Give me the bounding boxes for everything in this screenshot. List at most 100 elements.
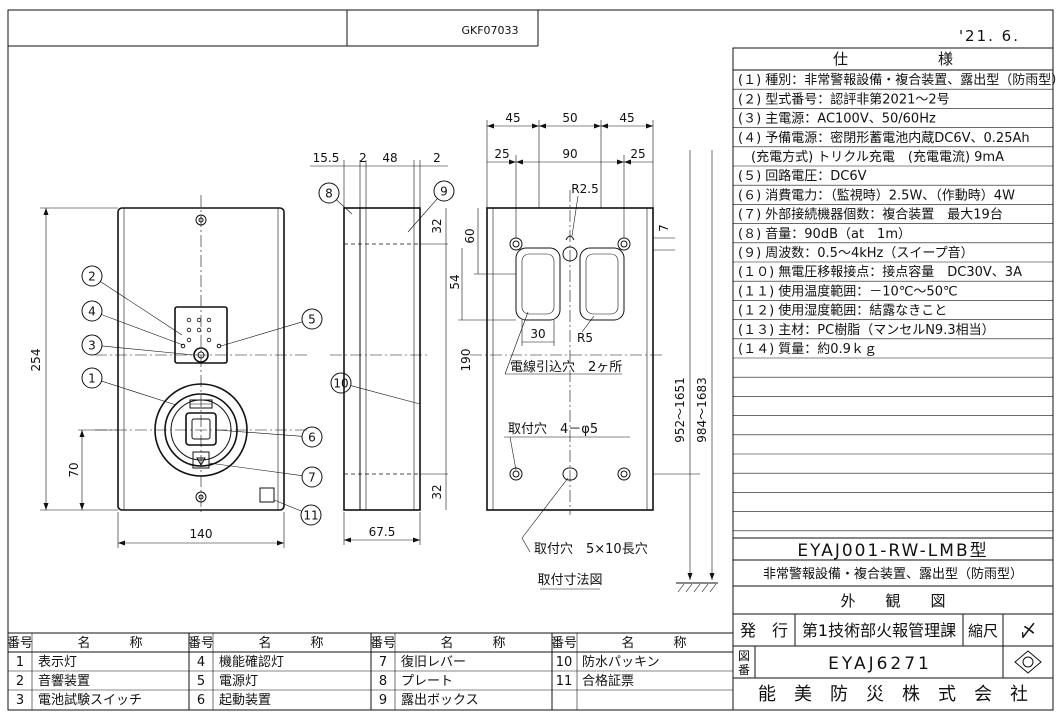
scale-label: 縮尺 <box>968 622 998 640</box>
parts-item-no: 11 <box>556 674 573 689</box>
mount-hole-top-right-icon <box>617 237 631 251</box>
dim-back-top-3: 45 <box>619 111 634 125</box>
dim-r25: R2.5 <box>571 182 598 196</box>
mount-hole-top-left-icon <box>509 237 523 251</box>
dim-side-bottom: 32 <box>430 484 444 499</box>
callout-leader <box>100 281 183 336</box>
company-name: 能 美 防 災 株 式 会 社 <box>758 684 1028 705</box>
parts-item-name: 復旧レバー <box>401 654 466 670</box>
parts-item-no: 4 <box>197 655 205 670</box>
spec-item: (充電方式) トリクル充電 (充電電流) 9mA <box>738 149 1004 165</box>
dim-front-low: 70 <box>67 462 81 477</box>
callout-bubble <box>81 265 103 287</box>
parts-header-name: 名 称 <box>77 635 142 651</box>
callout-bubble <box>301 308 323 330</box>
callout-bubble <box>300 504 322 526</box>
side-view <box>330 207 430 511</box>
callout-number: 2 <box>88 270 96 284</box>
parts-item-name: 機能確認灯 <box>219 654 284 670</box>
spec-item: (１３) 主材：PC樹脂（マンセルN9.3相当） <box>738 323 995 338</box>
parts-item-name: 電源灯 <box>219 674 258 689</box>
callout-bubble <box>318 182 340 204</box>
front-view <box>95 195 310 515</box>
parts-header-name: 名 称 <box>258 635 323 651</box>
callout-leader <box>208 462 303 476</box>
model-description: 非常警報設備・複合装置、露出型（防雨型） <box>763 566 1023 582</box>
drawing-label-bottom: 番 <box>738 663 750 677</box>
parts-header-no: 番号 <box>188 636 214 651</box>
callout-leader <box>101 345 195 356</box>
department-name: 第1技術部火報管理課 <box>802 621 956 640</box>
dim-side-a: 15.5 <box>313 151 340 165</box>
callout-leader <box>407 198 438 233</box>
spec-title: 仕 様 <box>833 50 953 68</box>
dim-back-mid-3: 25 <box>630 147 645 161</box>
parts-item-no: 7 <box>379 655 387 670</box>
title-block: EYAJ001-RW-LMB型 非常警報設備・複合装置、露出型（防雨型） 外 観… <box>732 538 1053 710</box>
parts-item-name: 露出ボックス <box>401 693 479 708</box>
callout-number: 6 <box>308 431 316 445</box>
spec-item: (１０) 無電圧移報接点：接点容量 DC30V、3A <box>738 264 1022 280</box>
spec-rows: (１) 種別：非常警報設備・複合装置、露出型（防雨型）(２) 型式番号：認評非第… <box>733 72 1061 532</box>
callout-number: 7 <box>308 471 316 485</box>
callout-number: 11 <box>303 509 318 523</box>
side-dimensions: 15.5 2 48 2 67.5 32 32 190 <box>310 151 473 545</box>
callout-bubble <box>81 334 103 356</box>
note-cable-hole: 電線引込穴 2ヶ所 <box>510 359 622 375</box>
parts-item-no: 3 <box>16 693 24 708</box>
parts-header-no: 番号 <box>551 636 577 651</box>
callout-bubble <box>433 180 455 202</box>
parts-item-no: 10 <box>556 655 573 670</box>
dim-side-c: 48 <box>382 151 397 165</box>
dim-side-b: 2 <box>359 151 367 165</box>
parts-item-name: 合格証票 <box>582 673 634 689</box>
parts-headers: 番号名 称番号名 称番号名 称番号名 称 <box>7 635 687 651</box>
drawing-label-top: 図 <box>738 649 750 663</box>
spec-table: 仕 様 (１) 種別：非常警報設備・複合装置、露出型（防雨型）(２) 型式番号：… <box>732 47 1061 539</box>
callout-leader <box>101 314 184 346</box>
front-dimensions: 254 70 140 <box>29 207 285 548</box>
parts-item-no: 1 <box>16 655 24 670</box>
callout-number: 3 <box>88 339 96 353</box>
spec-item: (６) 消費電力：（監視時）2.5W、（作動時）4W <box>738 187 1015 203</box>
callout-number: 9 <box>440 185 448 199</box>
drawing-number: EYAJ6271 <box>828 654 932 674</box>
parts-item-name: 起動装置 <box>219 693 271 708</box>
drawing-code: GKF07033 <box>461 24 518 37</box>
certification-label-icon <box>259 487 275 503</box>
parts-item-name: プレート <box>401 674 453 689</box>
dim-7: 7 <box>657 224 671 232</box>
parts-item-no: 2 <box>16 674 24 689</box>
spec-item: (１２) 使用湿度範囲：結露なきこと <box>738 303 947 319</box>
callout-leader <box>101 380 177 406</box>
spec-item: (１４) 質量：約0.9ｋｇ <box>738 342 877 357</box>
power-lamp-icon <box>216 343 222 349</box>
drawing-date: '21. 6. <box>959 27 1020 45</box>
dim-back-top-1: 45 <box>505 111 520 125</box>
dim-back-mid-1: 25 <box>494 147 509 161</box>
callout-leader <box>216 429 303 437</box>
dim-range-2: 984～1683 <box>695 377 709 442</box>
revision-diamond-icon <box>1014 650 1042 674</box>
callout-number: 8 <box>325 187 333 201</box>
dim-r5: R5 <box>577 331 593 345</box>
speaker-grille-icon <box>186 317 212 343</box>
mount-hole-bottom-right-icon <box>617 467 631 481</box>
callout-leader <box>350 385 421 405</box>
parts-item-name: 電池試験スイッチ <box>38 692 142 708</box>
parts-item-name: 表示灯 <box>38 655 77 670</box>
spec-item: (７) 外部接続機器個数：複合装置 最大19台 <box>738 207 1003 223</box>
parts-item-no: 9 <box>379 693 387 708</box>
spec-item: (５) 回路電圧：DC6V <box>738 168 867 184</box>
callout-leader <box>220 321 303 347</box>
cable-entry-right-icon <box>579 247 625 321</box>
callout-number: 1 <box>88 372 96 386</box>
callout-bubble <box>81 300 103 322</box>
back-view <box>470 190 665 515</box>
dim-range-1: 952～1651 <box>673 377 687 442</box>
dim-side-d: 2 <box>433 151 441 165</box>
dim-back-mid-2: 90 <box>562 147 577 161</box>
